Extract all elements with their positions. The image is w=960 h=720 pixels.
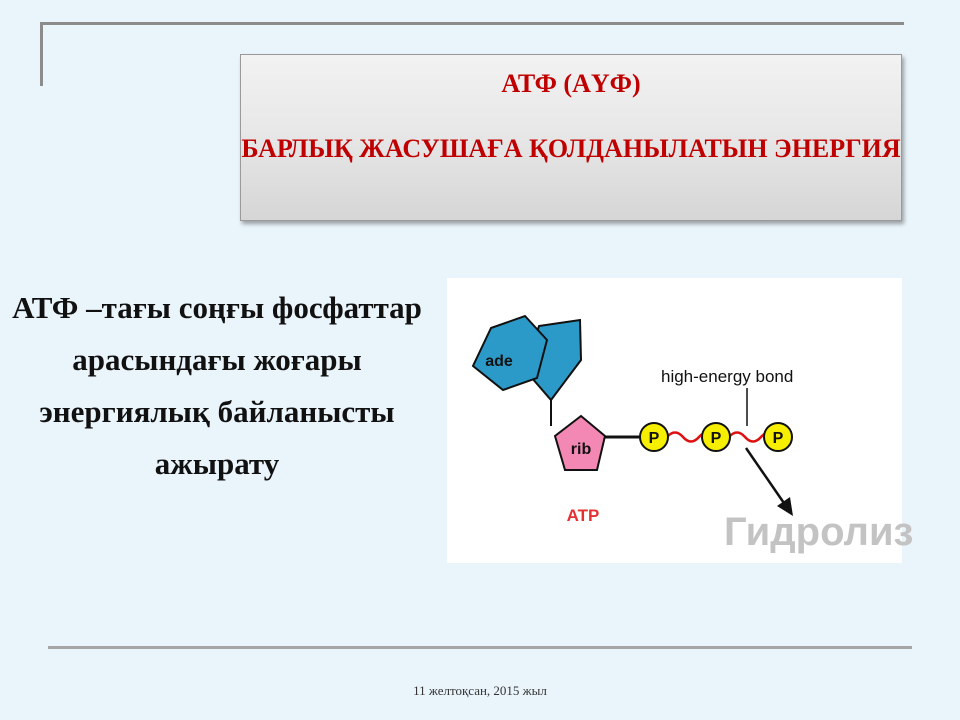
hydrolysis-arrow-icon — [744, 447, 788, 507]
phosphate-1-shape — [639, 422, 669, 452]
adenine-hexagon-shape — [471, 314, 549, 392]
hydrolysis-arrowhead-icon — [777, 497, 793, 516]
frame-line-left — [40, 22, 43, 86]
frame-line-bottom — [48, 646, 912, 649]
phosphate-3-label: P — [773, 430, 784, 447]
hydrolysis-label: Гидролиз — [724, 510, 914, 554]
ribose-pentagon-shape — [553, 414, 607, 471]
high-energy-bond-label: high-energy bond — [661, 367, 793, 386]
footer-date: 11 желтоқсан, 2015 жыл — [413, 683, 547, 698]
atp-label: ATP — [567, 506, 600, 525]
atp-diagram: ade rib P P P high-energy bond ATP — [447, 278, 902, 563]
adenine-label: ade — [485, 353, 513, 370]
phosphate-2-label: P — [711, 430, 722, 447]
phosphate-2-shape — [701, 422, 731, 452]
slide-subtitle: БАРЛЫҚ ЖАСУШАҒА ҚОЛДАНЫЛАТЫН ЭНЕРГИЯ — [241, 134, 901, 163]
frame-line-top — [40, 22, 904, 25]
slide-title: АТФ (АҮФ) — [501, 69, 641, 98]
phosphate-3-shape — [763, 422, 793, 452]
phosphate-1-label: P — [649, 430, 660, 447]
title-box: АТФ (АҮФ) БАРЛЫҚ ЖАСУШАҒА ҚОЛДАНЫЛАТЫН Э… — [240, 54, 902, 221]
body-text: АТФ –тағы соңғы фосфаттар арасындағы жоғ… — [12, 290, 422, 481]
ribose-label: rib — [571, 441, 592, 458]
